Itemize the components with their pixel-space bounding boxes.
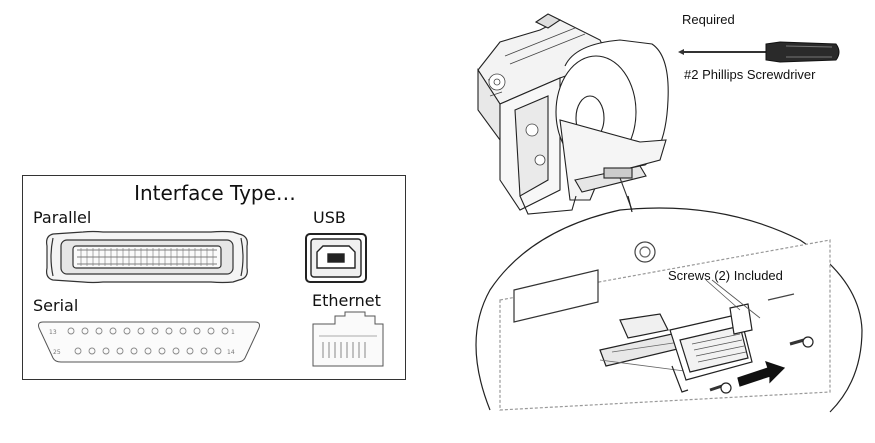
parallel-label: Parallel xyxy=(33,208,92,227)
interface-type-panel: Interface Type… Parallel USB Serial Ethe… xyxy=(22,175,406,380)
serial-pin-13: 13 xyxy=(49,329,57,336)
screwdriver-label: #2 Phillips Screwdriver xyxy=(684,67,816,82)
interface-card-detail-illustration xyxy=(475,195,863,413)
screwdriver-illustration xyxy=(678,41,840,63)
parallel-port-icon xyxy=(46,230,248,284)
port-illustrations: 13 1 25 14 xyxy=(38,230,384,367)
ethernet-label: Ethernet xyxy=(312,291,381,310)
serial-pin-14: 14 xyxy=(227,349,235,356)
serial-label: Serial xyxy=(33,296,79,315)
serial-port-icon: 13 1 25 14 xyxy=(38,321,260,363)
usb-port-icon xyxy=(305,233,367,283)
serial-pin-1: 1 xyxy=(231,329,235,336)
ethernet-port-icon xyxy=(312,311,384,367)
required-label: Required xyxy=(682,12,735,27)
printer-mechanism-illustration xyxy=(477,13,669,215)
screws-included-label: Screws (2) Included xyxy=(668,268,783,283)
serial-pin-25: 25 xyxy=(53,349,61,356)
usb-label: USB xyxy=(313,208,346,227)
panel-title: Interface Type… xyxy=(134,181,296,205)
